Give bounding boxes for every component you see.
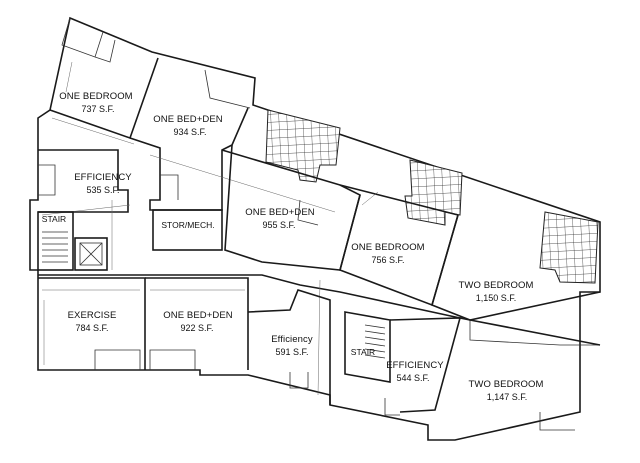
unit-label-efficiency-s-name: Efficiency bbox=[271, 334, 313, 345]
one-bed-den-c-walls bbox=[224, 144, 361, 271]
one-bed-den-n-closet bbox=[204, 69, 251, 109]
one-bed-den-s-walls bbox=[145, 277, 249, 370]
one-bedroom-nw-closet bbox=[94, 39, 116, 63]
efficiency-s-walls bbox=[247, 289, 331, 405]
unit-label-exercise-name: EXERCISE bbox=[68, 310, 117, 321]
efficiency-s-bath bbox=[289, 372, 309, 389]
unit-label-efficiency-s-area: 591 S.F. bbox=[275, 347, 308, 357]
unit-label-two-bedroom-se-name: TWO BEDROOM bbox=[469, 379, 544, 390]
efficiency-se-bath bbox=[384, 398, 400, 416]
unit-label-exercise-area: 784 S.F. bbox=[75, 323, 108, 333]
unit-label-one-bed-den-s-area: 922 S.F. bbox=[180, 323, 213, 333]
balcony-1 bbox=[265, 109, 341, 183]
unit-label-one-bedroom-nw-area: 737 S.F. bbox=[81, 104, 114, 114]
stair-w-treads bbox=[42, 231, 68, 263]
stair-c-label: STAIR bbox=[351, 347, 375, 357]
unit-label-two-bedroom-se-area: 1,147 S.F. bbox=[487, 392, 528, 402]
one-bed-den-c-bath bbox=[297, 199, 319, 226]
balcony-3 bbox=[539, 211, 599, 284]
efficiency-w-bath bbox=[38, 164, 56, 196]
unit-label-one-bedroom-c-area: 756 S.F. bbox=[371, 255, 404, 265]
stair-w-label: STAIR bbox=[42, 214, 66, 224]
two-bedroom-e-walls bbox=[431, 214, 601, 321]
efficiency-se-walls bbox=[389, 317, 462, 413]
unit-label-one-bedroom-c-name: ONE BEDROOM bbox=[351, 242, 424, 253]
unit-label-one-bed-den-c-name: ONE BED+DEN bbox=[245, 207, 315, 218]
one-bed-den-n-entry bbox=[160, 174, 179, 200]
unit-label-efficiency-se-area: 544 S.F. bbox=[396, 373, 429, 383]
corridor-south-wall bbox=[38, 274, 461, 319]
exercise-alcove bbox=[94, 349, 141, 370]
unit-label-one-bedroom-nw-name: ONE BEDROOM bbox=[59, 91, 132, 102]
two-bedroom-se-closet bbox=[539, 412, 575, 431]
building-outline bbox=[29, 16, 601, 441]
unit-label-one-bed-den-c-area: 955 S.F. bbox=[262, 220, 295, 230]
stor-mech-room bbox=[152, 209, 223, 251]
two-bedroom-e-closet bbox=[469, 320, 600, 346]
unit-label-two-bedroom-e-name: TWO BEDROOM bbox=[459, 280, 534, 291]
unit-label-one-bed-den-n-area: 934 S.F. bbox=[173, 127, 206, 137]
unit-label-one-bed-den-s-name: ONE BED+DEN bbox=[163, 310, 233, 321]
stor-mech-label: STOR/MECH. bbox=[161, 220, 214, 230]
unit-label-efficiency-w-name: EFFICIENCY bbox=[74, 172, 132, 183]
unit-label-efficiency-se-name: EFFICIENCY bbox=[386, 360, 444, 371]
unit-label-two-bedroom-e-area: 1,150 S.F. bbox=[476, 293, 517, 303]
stair-c bbox=[344, 311, 391, 383]
elevator-box bbox=[74, 237, 108, 271]
stair-c-treads bbox=[364, 324, 386, 359]
two-bedroom-se-walls bbox=[459, 317, 601, 346]
unit-label-one-bed-den-n-name: ONE BED+DEN bbox=[153, 114, 223, 125]
stair-w bbox=[37, 211, 74, 271]
one-bedroom-nw-bath bbox=[61, 17, 104, 58]
balcony-2 bbox=[404, 159, 463, 226]
elevator-inner bbox=[79, 242, 103, 266]
unit-label-efficiency-w-area: 535 S.F. bbox=[86, 185, 119, 195]
one-bed-den-s-alcove bbox=[149, 349, 196, 370]
one-bed-den-n-walls bbox=[129, 107, 249, 211]
efficiency-w-walls bbox=[38, 149, 129, 213]
